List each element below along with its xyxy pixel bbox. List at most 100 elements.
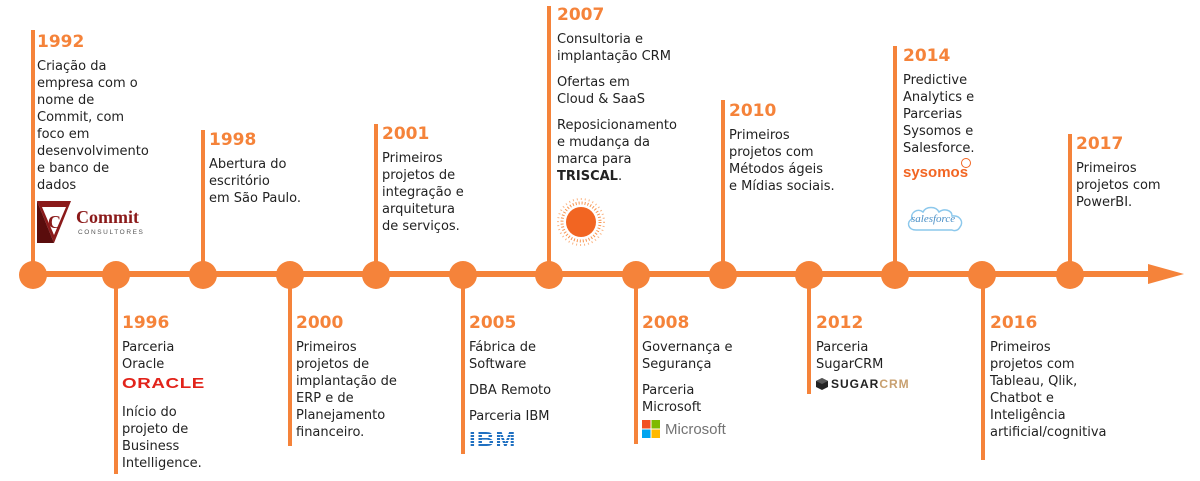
event-line: SugarCRM: [816, 357, 884, 372]
event-line: foco em: [37, 127, 90, 142]
event-line: implantação de: [296, 374, 397, 389]
event-line: Primeiros: [990, 340, 1051, 355]
event-line: Criação da: [37, 59, 107, 74]
event-line: Primeiros: [729, 128, 790, 143]
oracle-logo: ORACLE: [122, 375, 205, 392]
ibm-logo: IBM: [469, 429, 567, 452]
event-text: Governança e Segurança: [642, 339, 733, 373]
commit-logo: C Commit CONSULTORES: [37, 201, 152, 243]
event-text: Primeiros projetos com Tableau, Qlik, Ch…: [990, 339, 1107, 441]
event-year: 2014: [903, 46, 951, 66]
event-line: Analytics e: [903, 90, 975, 105]
event-line: escritório: [209, 174, 270, 189]
event-line: projetos de: [382, 168, 456, 183]
sugarcrm-logo-b: CRM: [879, 377, 910, 391]
event-text: Reposicionamento e mudança da marca para…: [557, 117, 677, 185]
timeline-arrow-icon: [1148, 264, 1184, 284]
timeline-dot-2017: [1056, 261, 1084, 289]
sysomos-logo: sysomos: [903, 158, 971, 181]
event-line: de serviços.: [382, 219, 460, 234]
connector-2014: [893, 46, 897, 274]
event-year: 2000: [296, 313, 344, 333]
event-line: implantação CRM: [557, 49, 671, 64]
event-line: Intelligence.: [122, 456, 202, 471]
connector-2012: [807, 274, 811, 394]
event-line: Chatbot e: [990, 391, 1054, 406]
event-line: Parceria IBM: [469, 409, 550, 424]
event-line: Início do: [122, 405, 177, 420]
sysomos-bubble-icon: [961, 158, 971, 168]
event-year: 2016: [990, 313, 1038, 333]
connector-1996: [114, 274, 118, 474]
event-line: Primeiros: [382, 151, 443, 166]
commit-logo-letter: C: [48, 212, 61, 232]
sugarcrm-logo-a: SUGAR: [831, 377, 880, 391]
event-line: Oracle: [122, 357, 165, 372]
event-line: Reposicionamento: [557, 118, 677, 133]
event-2014: 2014 Predictive Analytics e Parcerias Sy…: [903, 46, 974, 166]
event-line: e mudança da: [557, 135, 650, 150]
timeline-dot-2001: [362, 261, 390, 289]
event-line: e Mídias sociais.: [729, 179, 835, 194]
event-line: PowerBI.: [1076, 195, 1133, 210]
event-year: 1992: [37, 32, 85, 52]
event-2017: 2017 Primeiros projetos com PowerBI.: [1076, 134, 1161, 220]
event-line: Primeiros: [296, 340, 357, 355]
timeline-dot-1992: [19, 261, 47, 289]
event-text: Parceria SugarCRM: [816, 339, 910, 373]
event-line: Parceria: [122, 340, 175, 355]
sysomos-logo-text: sysomos: [903, 164, 969, 181]
triscal-logo: [556, 198, 608, 246]
event-text: Parceria IBM: [469, 408, 551, 425]
event-year: 2001: [382, 124, 430, 144]
event-year: 2010: [729, 101, 777, 121]
event-line: Parceria: [816, 340, 869, 355]
event-line: Consultoria e: [557, 32, 643, 47]
event-year: 1998: [209, 130, 257, 150]
event-line: projetos com: [990, 357, 1075, 372]
event-line: Parceria: [642, 383, 695, 398]
event-2007: 2007 Consultoria e implantação CRM Ofert…: [557, 5, 677, 194]
event-line: empresa com o: [37, 76, 138, 91]
salesforce-logo: salesforce: [904, 204, 966, 234]
event-line: dados: [37, 178, 77, 193]
event-line: marca para: [557, 152, 632, 167]
connector-1992: [31, 30, 35, 274]
event-line: Segurança: [642, 357, 712, 372]
microsoft-windows-icon: [642, 420, 660, 438]
event-year: 2012: [816, 313, 864, 333]
event-text: Ofertas em Cloud & SaaS: [557, 74, 677, 108]
event-1996: 1996 Parceria Oracle ORACLE Início do pr…: [122, 313, 204, 481]
event-line: Commit, com: [37, 110, 125, 125]
event-line: Parcerias: [903, 107, 963, 122]
event-text: Parceria Oracle: [122, 339, 202, 373]
event-2001: 2001 Primeiros projetos de integração e …: [382, 124, 464, 244]
event-text: Primeiros projetos de implantação de ERP…: [296, 339, 397, 441]
event-line: TRISCAL.: [557, 168, 677, 185]
event-line-suffix: .: [617, 169, 623, 184]
event-text: Abertura do escritório em São Paulo.: [209, 156, 301, 207]
commit-logo-sub: CONSULTORES: [78, 229, 144, 236]
event-text: Parceria Microsoft: [642, 382, 733, 416]
timeline-dot-2012: [795, 261, 823, 289]
event-line: desenvolvimento: [37, 144, 149, 159]
event-2008: 2008 Governança e Segurança Parceria Mic…: [642, 313, 733, 438]
event-year: 2017: [1076, 134, 1124, 154]
event-line: Governança e: [642, 340, 733, 355]
timeline-dot-2016: [968, 261, 996, 289]
sugarcrm-cube-icon: [816, 378, 828, 390]
event-text: Consultoria e implantação CRM: [557, 31, 677, 65]
timeline-axis: [28, 271, 1150, 277]
event-line: Abertura do: [209, 157, 287, 172]
event-year: 2005: [469, 313, 517, 333]
timeline-dot-2014: [881, 261, 909, 289]
event-line: Tableau, Qlik,: [990, 374, 1078, 389]
event-2010: 2010 Primeiros projetos com Métodos ágei…: [729, 101, 835, 204]
event-line: DBA Remoto: [469, 383, 552, 398]
event-text: DBA Remoto: [469, 382, 551, 399]
event-line: em São Paulo.: [209, 191, 302, 206]
event-line: arquitetura: [382, 202, 455, 217]
timeline-dot-2000: [276, 261, 304, 289]
commit-logo-name: Commit: [76, 207, 139, 227]
event-line: Predictive: [903, 73, 968, 88]
